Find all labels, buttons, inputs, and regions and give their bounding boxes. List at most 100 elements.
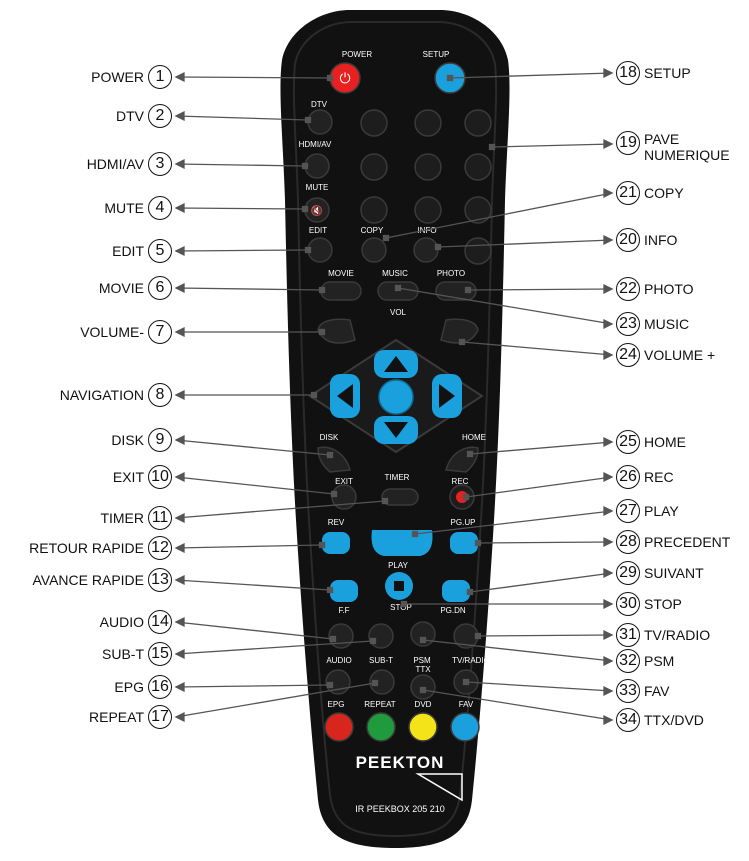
leader-line-27-end xyxy=(413,532,418,537)
leader-line-32-end xyxy=(421,638,426,643)
disk-label: DISK xyxy=(320,433,339,442)
digit-button-7[interactable] xyxy=(361,197,387,223)
leader-line-29 xyxy=(470,573,612,592)
callout-26: 26REC xyxy=(612,464,674,490)
digit-button-4[interactable] xyxy=(361,154,387,180)
arrow-head-12 xyxy=(176,544,184,552)
callout-label: VOLUME- xyxy=(80,324,144,340)
digit-button-1[interactable] xyxy=(361,110,387,136)
power-icon: ⏻ xyxy=(339,70,350,86)
callout-label-line2: NUMERIQUE xyxy=(644,147,730,163)
callout-label: POWER xyxy=(91,69,144,85)
pgdn-button[interactable] xyxy=(442,580,470,602)
callout-number: 17 xyxy=(148,705,172,729)
callout-number: 25 xyxy=(616,430,640,454)
callout-number: 29 xyxy=(616,561,640,585)
edit-button[interactable] xyxy=(308,238,332,262)
callout-label: INFO xyxy=(644,232,677,248)
copy-button[interactable] xyxy=(362,238,386,262)
leader-line-12-end xyxy=(320,543,325,548)
callout-label: AUDIO xyxy=(100,614,144,630)
ff-button[interactable] xyxy=(330,580,358,602)
fav-label: FAV xyxy=(459,700,474,709)
leader-line-19-end xyxy=(490,145,495,150)
arrow-head-5 xyxy=(176,247,184,255)
callout-23: 23MUSIC xyxy=(612,311,689,337)
green-button[interactable] xyxy=(367,713,395,741)
leader-line-10-end xyxy=(332,492,337,497)
pgup-button[interactable] xyxy=(450,532,478,554)
digit-button-0[interactable] xyxy=(465,238,491,264)
leader-line-16-end xyxy=(328,683,333,688)
digit-button-2[interactable] xyxy=(415,110,441,136)
arrow-head-19 xyxy=(604,140,612,148)
photo-label: PHOTO xyxy=(437,269,465,278)
digit-button-5[interactable] xyxy=(415,154,441,180)
callout-12: RETOUR RAPIDE12 xyxy=(29,535,176,561)
callout-label: AVANCE RAPIDE xyxy=(32,572,144,588)
brand-logo: PEEKTON xyxy=(356,753,445,772)
callout-14: AUDIO14 xyxy=(100,609,176,635)
callout-label: RETOUR RAPIDE xyxy=(29,540,144,556)
leader-line-28 xyxy=(478,542,612,543)
arrow-head-23 xyxy=(604,320,612,328)
callout-number: 34 xyxy=(616,708,640,732)
callout-label: EDIT xyxy=(112,243,144,259)
arrow-head-29 xyxy=(604,569,612,577)
dtv-button[interactable] xyxy=(308,110,332,134)
callout-21: 21COPY xyxy=(612,180,684,206)
callout-19: 19PAVENUMERIQUE xyxy=(612,131,730,167)
digit-button-6[interactable] xyxy=(465,154,491,180)
leader-line-33 xyxy=(466,682,612,691)
arrow-head-14 xyxy=(176,618,184,626)
arrow-head-18 xyxy=(604,69,612,77)
callout-10: EXIT10 xyxy=(113,464,176,490)
ff-label: F.F xyxy=(338,606,349,615)
arrow-head-30 xyxy=(604,600,612,608)
hdmi-button[interactable] xyxy=(305,154,329,178)
arrow-head-24 xyxy=(604,351,612,359)
callout-24: 24VOLUME + xyxy=(612,342,715,368)
arrow-head-15 xyxy=(176,650,184,658)
arrow-head-28 xyxy=(604,538,612,546)
callout-label: EPG xyxy=(114,679,144,695)
arrow-head-25 xyxy=(604,438,612,446)
leader-line-26-end xyxy=(464,495,469,500)
movie-button[interactable] xyxy=(321,282,361,300)
arrow-head-11 xyxy=(176,514,184,522)
audio-label: AUDIO xyxy=(326,656,351,665)
callout-number: 19 xyxy=(616,131,640,155)
play-button[interactable] xyxy=(372,530,433,556)
arrow-head-31 xyxy=(604,631,612,639)
callout-number: 30 xyxy=(616,592,640,616)
info-label: INFO xyxy=(417,226,436,235)
callout-label: DISK xyxy=(111,432,144,448)
callout-number: 7 xyxy=(148,320,172,344)
info-button[interactable] xyxy=(414,238,438,262)
digit-button-3[interactable] xyxy=(465,110,491,136)
red-button[interactable] xyxy=(325,713,353,741)
arrow-head-3 xyxy=(176,160,184,168)
leader-line-2-end xyxy=(306,118,311,123)
blue-button[interactable] xyxy=(451,713,479,741)
arrow-head-20 xyxy=(604,236,612,244)
subt-button[interactable] xyxy=(369,624,393,648)
callout-label: FAV xyxy=(644,683,669,699)
yellow-button[interactable] xyxy=(409,713,437,741)
callout-label: COPY xyxy=(644,185,684,201)
enter-button[interactable] xyxy=(379,380,413,414)
leader-line-11-end xyxy=(383,499,388,504)
callout-label: SUB-T xyxy=(102,646,144,662)
arrow-head-9 xyxy=(176,436,184,444)
callout-number: 13 xyxy=(148,568,172,592)
vol-label: VOL xyxy=(390,308,407,317)
psm-label: PSM xyxy=(413,656,431,665)
leader-line-18-end xyxy=(448,76,453,81)
leader-line-30-end xyxy=(402,602,407,607)
rev-button[interactable] xyxy=(322,532,350,554)
callout-number: 12 xyxy=(148,536,172,560)
leader-line-31 xyxy=(478,635,612,636)
callout-number: 2 xyxy=(148,104,172,128)
digit-button-8[interactable] xyxy=(415,197,441,223)
